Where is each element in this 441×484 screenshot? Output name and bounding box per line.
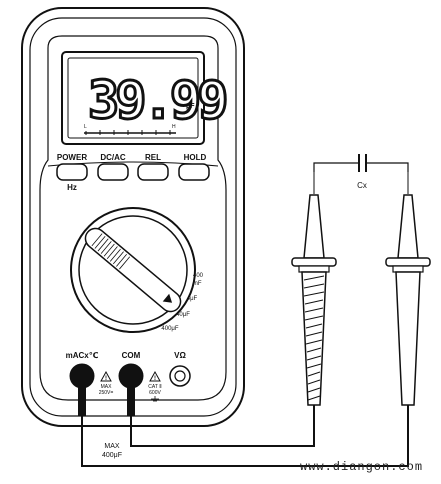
- com-rating-cat: CAT Ⅱ: [148, 384, 161, 390]
- range-4uf: 4μF: [187, 296, 198, 302]
- lcd-reading: 39.99: [88, 71, 225, 131]
- range-40uf: 40μF: [176, 312, 190, 318]
- bar-left-mark: L: [84, 124, 87, 130]
- warning-icon: [100, 370, 112, 382]
- dcac-button[interactable]: [97, 163, 129, 181]
- power-button[interactable]: [56, 163, 88, 181]
- capacitor-cx: [313, 154, 409, 172]
- note-capacity: 400μF: [102, 452, 122, 459]
- v-jack-label: VΩ: [174, 351, 186, 360]
- lcd-display: 39.99 μF L H: [61, 51, 231, 145]
- rel-button-label: REL: [145, 153, 161, 162]
- button-row: POWER DC/AC REL HOLD Hz: [47, 153, 219, 192]
- ground-icon: [151, 396, 159, 402]
- range-nf: nF: [194, 281, 201, 287]
- capacitor-label: Cx: [357, 181, 367, 190]
- lcd-bargraph: L H: [84, 124, 176, 135]
- input-jacks: mACx℃ COM VΩ ! ! MAX 250V= CAT Ⅱ 600V: [66, 351, 191, 402]
- power-button-label: POWER: [57, 153, 87, 162]
- com-rating-voltage: 600V: [149, 390, 161, 396]
- ma-rating-voltage: 250V=: [99, 390, 114, 396]
- probe-left[interactable]: [291, 172, 337, 406]
- warning-icon: [149, 370, 161, 382]
- lcd-unit: μF: [186, 103, 195, 110]
- rel-button[interactable]: [137, 163, 169, 181]
- probe-right[interactable]: [385, 172, 431, 406]
- watermark: www.diangon.com: [300, 460, 423, 474]
- ma-rating-max: MAX: [101, 384, 113, 390]
- ma-jack[interactable]: [69, 363, 95, 389]
- com-jack-label: COM: [122, 351, 141, 360]
- range-400uf: 400μF: [161, 326, 178, 332]
- dcac-button-label: DC/AC: [100, 153, 126, 162]
- svg-text:!: !: [105, 376, 107, 382]
- hold-button-label: HOLD: [184, 153, 207, 162]
- range-400: 400: [193, 273, 204, 279]
- rotary-dial[interactable]: 400 nF 4μF 40μF 400μF: [70, 207, 204, 333]
- com-jack[interactable]: [118, 363, 144, 389]
- test-leads: [78, 386, 409, 467]
- note-max: MAX: [104, 443, 120, 450]
- svg-text:!: !: [154, 376, 156, 382]
- ma-jack-label: mACx℃: [66, 351, 99, 360]
- hold-button[interactable]: [178, 163, 210, 181]
- power-button-sublabel: Hz: [67, 183, 77, 192]
- bar-right-mark: H: [172, 124, 176, 130]
- dial-knob[interactable]: [81, 224, 184, 315]
